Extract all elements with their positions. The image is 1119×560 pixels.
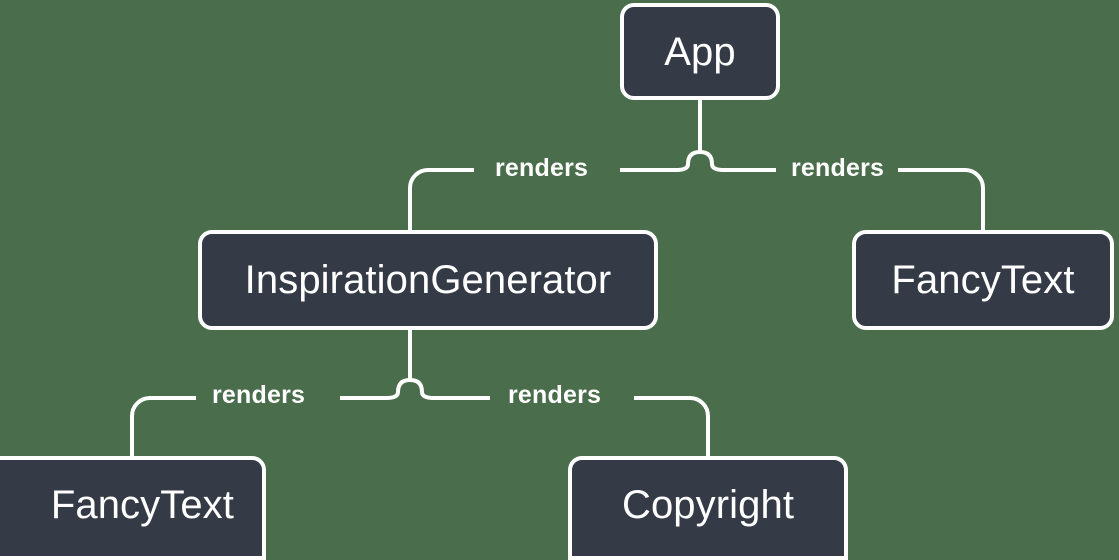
node-app-label: App [664, 29, 736, 74]
connector-ig-to-copyright-a [409, 378, 490, 400]
edge-label-app-to-inspiration-generator: renders [495, 154, 589, 182]
node-copyright[interactable]: Copyright [568, 456, 848, 560]
connector-app-to-fancytext-right-b [898, 168, 985, 230]
connector-ig-to-fancytext-left-a [340, 378, 411, 400]
node-fancytext-left[interactable]: FancyText [0, 456, 266, 560]
node-fancytext-right-label: FancyText [891, 258, 1075, 302]
node-inspiration-generator-label: InspirationGenerator [244, 258, 612, 302]
edge-label-app-to-fancytext-right: renders [791, 154, 885, 182]
connector-app-to-inspiration-generator-a [620, 150, 701, 172]
connector-app-to-inspiration-generator-b [408, 168, 474, 230]
node-fancytext-left-label: FancyText [50, 483, 234, 527]
node-fancytext-right[interactable]: FancyText [852, 230, 1114, 330]
node-copyright-label: Copyright [621, 483, 795, 527]
edge-label-inspiration-generator-to-copyright: renders [508, 381, 602, 409]
edge-label-inspiration-generator-to-fancytext-left: renders [212, 381, 306, 409]
node-app[interactable]: App [620, 3, 780, 100]
connector-app-to-fancytext-right-a [699, 150, 776, 172]
connector-ig-to-copyright-b [634, 396, 710, 458]
connector-ig-to-fancytext-left-b [130, 396, 196, 458]
node-inspiration-generator[interactable]: InspirationGenerator [198, 230, 658, 330]
